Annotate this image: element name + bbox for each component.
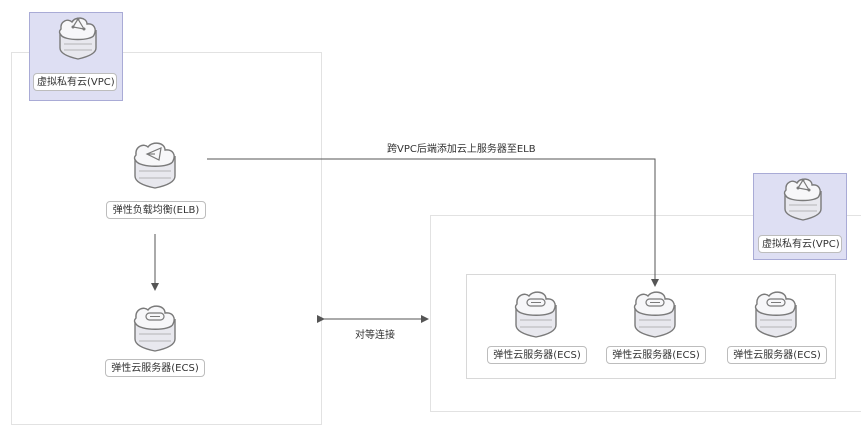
elb-icon	[133, 142, 176, 189]
ecs-right-label: 弹性云服务器(ECS)	[727, 346, 827, 364]
ecs-icon	[754, 291, 797, 338]
ecs-right-label: 弹性云服务器(ECS)	[606, 346, 706, 364]
ecs-left-label: 弹性云服务器(ECS)	[105, 359, 205, 377]
ecs-icon	[514, 291, 557, 338]
peering-label: 对等连接	[355, 330, 395, 341]
ecs-icon	[133, 305, 176, 352]
ecs-icon	[633, 291, 676, 338]
right-vpc-label: 虚拟私有云(VPC)	[758, 235, 842, 253]
left-vpc-label: 虚拟私有云(VPC)	[33, 73, 117, 91]
vpc-icon	[783, 178, 822, 221]
cross-vpc-arrow	[207, 158, 659, 287]
elb-label: 弹性负载均衡(ELB)	[106, 201, 206, 219]
cross-vpc-label: 跨VPC后端添加云上服务器至ELB	[387, 144, 536, 155]
ecs-right-label: 弹性云服务器(ECS)	[487, 346, 587, 364]
vpc-icon	[58, 17, 97, 60]
